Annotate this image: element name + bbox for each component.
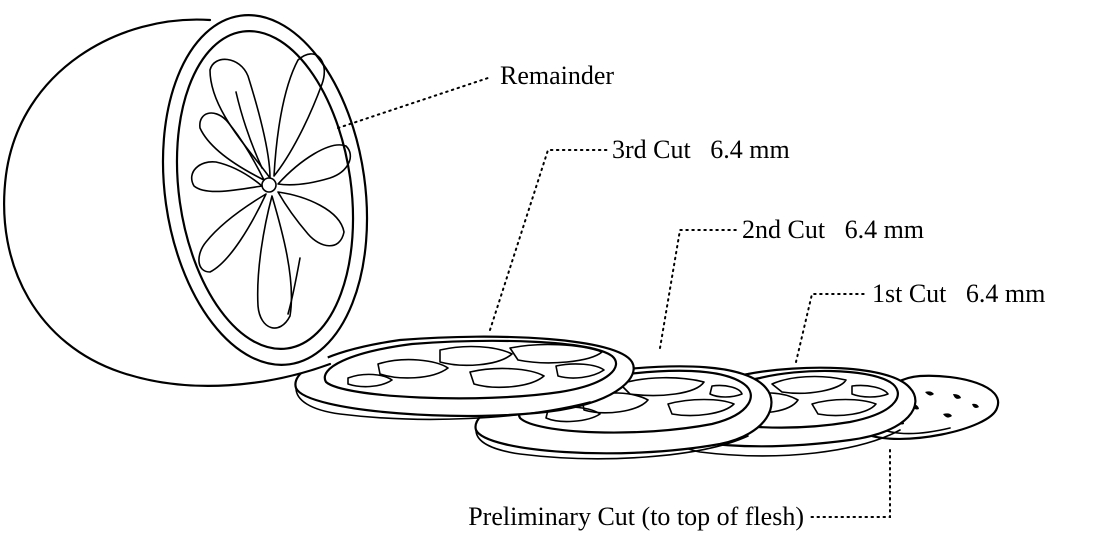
third-cut-leader bbox=[490, 150, 608, 330]
remainder-half-lemon bbox=[4, 2, 388, 386]
third-cut-label: 3rd Cut 6.4 mm bbox=[612, 135, 790, 164]
second-cut-label: 2nd Cut 6.4 mm bbox=[742, 215, 924, 244]
remainder-label: Remainder bbox=[500, 61, 614, 90]
remainder-leader bbox=[338, 78, 488, 128]
first-cut-label: 1st Cut 6.4 mm bbox=[872, 279, 1045, 308]
second-cut-leader bbox=[660, 230, 738, 348]
preliminary-cut-label: Preliminary Cut (to top of flesh) bbox=[468, 502, 804, 531]
first-cut-leader bbox=[796, 294, 868, 362]
preliminary-cut-leader bbox=[808, 450, 890, 517]
